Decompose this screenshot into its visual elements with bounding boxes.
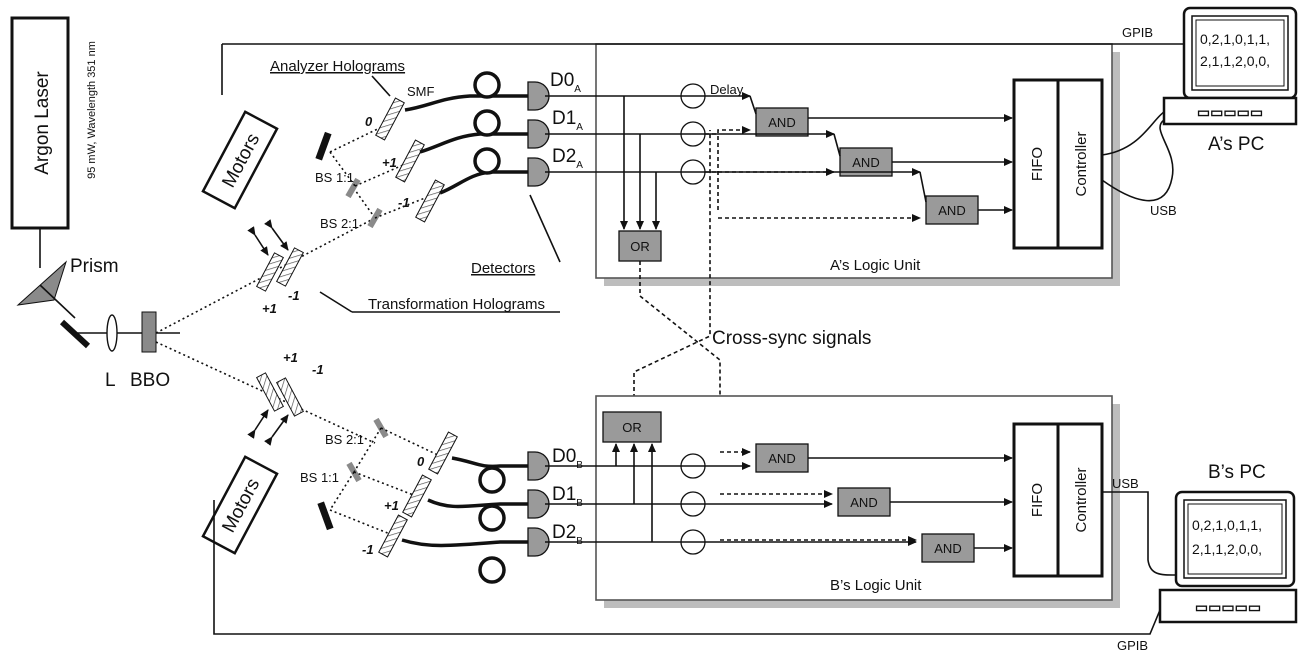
fifo-b (1012, 422, 1060, 578)
svg-text:▭▭▭▭▭: ▭▭▭▭▭ (1195, 599, 1261, 615)
analyzer-holograms-label: Analyzer Holograms (270, 58, 405, 75)
detector-a-1 (527, 119, 550, 149)
laser-specs: 95 mW, Wavelength 351 nm (86, 41, 98, 179)
svg-text:AND: AND (938, 203, 965, 218)
svg-text:AND: AND (850, 495, 877, 510)
svg-text:+1: +1 (382, 155, 397, 170)
detector-b-2 (527, 527, 550, 557)
transformation-holograms-b: +1 -1 (255, 350, 324, 417)
pc-b-label: B’s PC (1208, 462, 1266, 483)
motors-a: Motors (201, 110, 279, 210)
svg-text:OR: OR (630, 239, 650, 254)
argon-laser: Argon Laser 95 mW, Wavelength 351 nm (10, 16, 98, 230)
svg-text:+1: +1 (384, 498, 399, 513)
svg-text:Controller: Controller (1073, 131, 1090, 196)
detector-a-2 (527, 157, 550, 187)
svg-text:0,2,1,0,1,1,: 0,2,1,0,1,1, (1200, 31, 1270, 47)
svg-text:BS 2:1: BS 2:1 (320, 216, 359, 231)
transformation-holograms-label: Transformation Holograms (368, 296, 545, 313)
detectors-label: Detectors (471, 260, 535, 277)
beam-dump-a (315, 131, 332, 161)
transformation-holograms-a: +1 -1 (255, 247, 305, 316)
svg-text:AND: AND (934, 541, 961, 556)
controller-a (1056, 78, 1104, 250)
and-gate-b-0 (755, 443, 809, 473)
d1b-label: D1B (552, 484, 583, 509)
prism-icon (16, 260, 68, 306)
or-gate-b (602, 411, 662, 443)
pc-a: 0,2,1,0,1,1, 2,1,1,2,0,0, ▭▭▭▭▭ A’s PC (1162, 6, 1298, 155)
gpib-cable-b (213, 500, 1161, 635)
cross-sync-a-to-b (639, 261, 721, 588)
d0a-label: D0A (550, 70, 581, 95)
bbo-crystal-icon (141, 311, 157, 353)
d1a-label: D1A (552, 108, 583, 133)
svg-text:GPIB: GPIB (1122, 25, 1153, 40)
svg-text:FIFO: FIFO (1029, 147, 1046, 181)
svg-text:-1: -1 (398, 195, 410, 210)
d0b-label: D0B (552, 446, 583, 471)
svg-text:-1: -1 (312, 362, 324, 377)
svg-text:2,1,1,2,0,0,: 2,1,1,2,0,0, (1200, 53, 1270, 69)
svg-text:0: 0 (417, 454, 425, 469)
svg-text:GPIB: GPIB (1117, 638, 1148, 653)
detector-a-0 (527, 81, 550, 111)
svg-text:BS 1:1: BS 1:1 (300, 470, 339, 485)
svg-text:-1: -1 (362, 542, 374, 557)
and-gate-a-0 (755, 107, 809, 137)
detector-b-0 (527, 451, 550, 481)
beam-a (155, 217, 376, 334)
svg-text:0: 0 (365, 114, 373, 129)
svg-text:AND: AND (768, 115, 795, 130)
pc-b: B’s PC 0,2,1,0,1,1, 2,1,1,2,0,0, ▭▭▭▭▭ (1158, 462, 1298, 624)
and-gate-b-1 (837, 487, 891, 517)
svg-text:BS 2:1: BS 2:1 (325, 432, 364, 447)
pc-a-label: A’s PC (1208, 134, 1264, 155)
lens-icon (106, 314, 118, 352)
bs11-a (345, 177, 361, 199)
d2b-label: D2B (552, 522, 583, 547)
svg-text:Controller: Controller (1073, 467, 1090, 532)
svg-text:2,1,1,2,0,0,: 2,1,1,2,0,0, (1192, 541, 1262, 557)
cross-sync-label: Cross-sync signals (712, 328, 871, 349)
svg-text:OR: OR (622, 420, 642, 435)
and-gate-a-2 (925, 195, 979, 225)
svg-text:-1: -1 (288, 288, 300, 303)
svg-text:AND: AND (852, 155, 879, 170)
detector-b-1 (527, 489, 550, 519)
d2a-label: D2A (552, 146, 583, 171)
svg-text:FIFO: FIFO (1029, 483, 1046, 517)
controller-b (1056, 422, 1104, 578)
logic-unit-a-label: A’s Logic Unit (830, 257, 921, 274)
prism-label: Prism (70, 256, 119, 277)
laser-label: Argon Laser (32, 71, 53, 175)
beam-dump-b (317, 501, 334, 531)
delay-label: Delay (710, 82, 744, 97)
pump-beam-diagonal (39, 284, 76, 319)
svg-text:+1: +1 (283, 350, 298, 365)
bbo-label: BBO (130, 370, 170, 391)
svg-text:AND: AND (768, 451, 795, 466)
svg-text:BS 1:1: BS 1:1 (315, 170, 354, 185)
cross-sync-b-to-a (633, 130, 711, 398)
svg-text:▭▭▭▭▭: ▭▭▭▭▭ (1197, 104, 1263, 120)
svg-text:USB: USB (1112, 476, 1139, 491)
lens-label: L (105, 370, 116, 391)
smf-label: SMF (407, 84, 435, 99)
svg-text:0,2,1,0,1,1,: 0,2,1,0,1,1, (1192, 517, 1262, 533)
svg-text:+1: +1 (262, 301, 277, 316)
mirror-icon (59, 319, 91, 349)
logic-unit-b-label: B’s Logic Unit (830, 577, 922, 594)
fifo-a (1012, 78, 1060, 250)
svg-text:USB: USB (1150, 203, 1177, 218)
